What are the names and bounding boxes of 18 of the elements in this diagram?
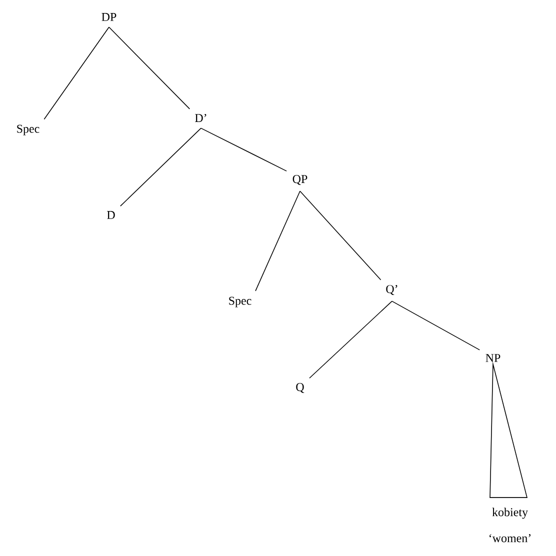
node-label: NP	[486, 354, 500, 362]
node-label: Spec	[17, 124, 40, 136]
branch-line	[309, 300, 392, 379]
branch-line	[392, 300, 480, 350]
branch-line	[108, 26, 190, 110]
branch-line	[200, 128, 287, 172]
leaf-label: kobiety ‘women’	[490, 508, 531, 542]
branch-line	[300, 190, 382, 280]
branch-line	[255, 190, 300, 292]
branch-line	[120, 128, 202, 206]
node-label: DP	[102, 13, 116, 21]
node-label: Q’	[386, 285, 398, 295]
node-label: D	[107, 211, 115, 219]
branch-line	[44, 26, 110, 120]
node-label: Spec	[229, 296, 252, 308]
node-label: QP	[292, 175, 308, 185]
node-label: Q	[296, 383, 304, 393]
node-label: D’	[195, 114, 206, 122]
